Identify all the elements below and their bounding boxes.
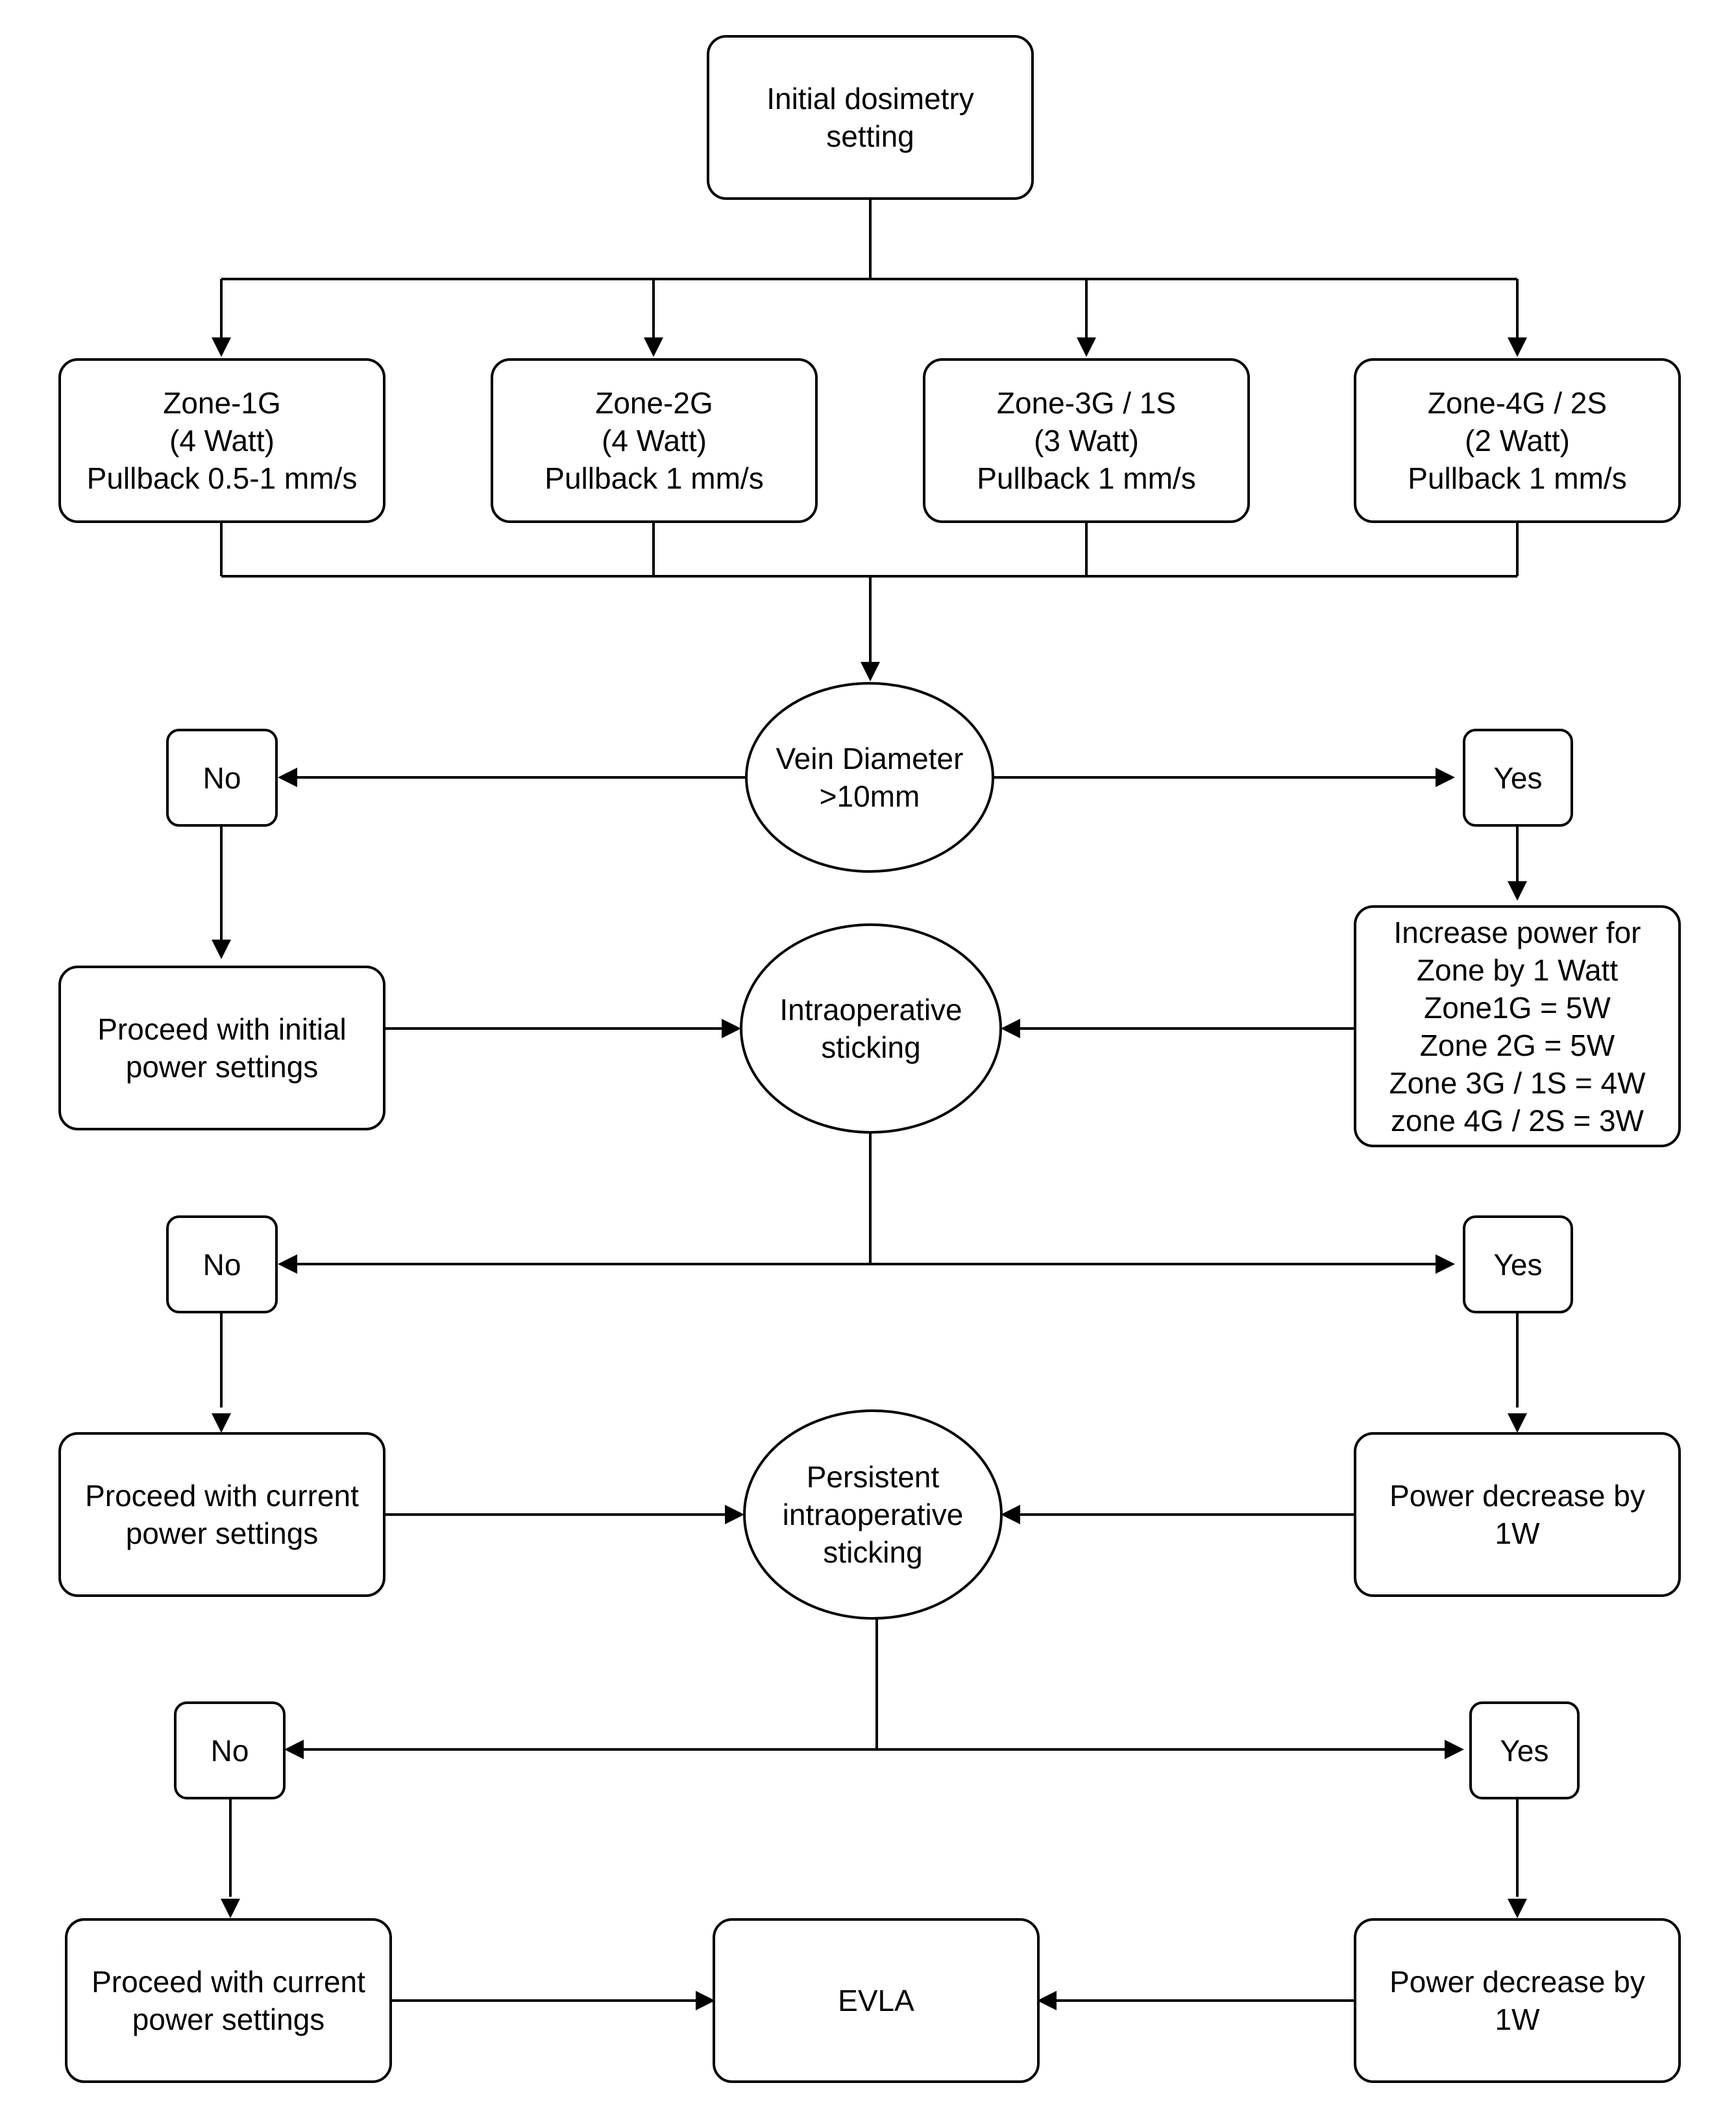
proceed-current-power-label-2: Proceed with current power settings <box>92 1965 365 2036</box>
increase-power-label: Increase power for Zone by 1 Watt Zone1G… <box>1389 915 1646 1138</box>
sticking-yes-label: Yes <box>1493 1247 1543 1282</box>
evla-label: EVLA <box>838 1984 914 2017</box>
zone-1g-label: Zone-1G (4 Watt) Pullback 0.5-1 mm/s <box>86 386 358 495</box>
persistent-no-box: No <box>175 1703 284 1798</box>
intraoperative-sticking-decision: Intraoperative sticking <box>741 925 1001 1132</box>
proceed-current-power-box-1: Proceed with current power settings <box>60 1433 384 1596</box>
connector-lines <box>220 199 1519 2002</box>
vein-diameter-no-label: No <box>202 761 241 795</box>
arrowheads <box>212 337 1527 2010</box>
persistent-sticking-decision: Persistent intraoperative sticking <box>744 1411 1001 1618</box>
sticking-yes-box: Yes <box>1464 1217 1572 1312</box>
persistent-sticking-label: Persistent intraoperative sticking <box>782 1460 964 1569</box>
vein-diameter-yes-label: Yes <box>1493 761 1543 795</box>
node-shapes <box>58 35 1681 2083</box>
power-decrease-label-2: Power decrease by 1W <box>1389 1965 1645 2036</box>
proceed-initial-power-label: Proceed with initial power settings <box>97 1012 347 1084</box>
proceed-initial-power-box: Proceed with initial power settings <box>60 967 384 1129</box>
persistent-yes-box: Yes <box>1471 1703 1578 1798</box>
power-decrease-box-1: Power decrease by 1W <box>1355 1433 1680 1596</box>
evla-box: EVLA <box>714 1919 1038 2082</box>
proceed-current-power-box-2: Proceed with current power settings <box>66 1919 391 2082</box>
vein-diameter-yes-box: Yes <box>1464 730 1572 825</box>
proceed-current-power-label-1: Proceed with current power settings <box>85 1479 359 1550</box>
zone-3g-1s-label: Zone-3G / 1S (3 Watt) Pullback 1 mm/s <box>977 386 1196 495</box>
power-decrease-box-2: Power decrease by 1W <box>1355 1919 1680 2082</box>
initial-dosimetry-setting-box: Initial dosimetry setting <box>708 36 1033 199</box>
power-decrease-label-1: Power decrease by 1W <box>1389 1479 1645 1550</box>
zone-4g-2s-label: Zone-4G / 2S (2 Watt) Pullback 1 mm/s <box>1408 386 1627 495</box>
zone-3g-1s-box: Zone-3G / 1S (3 Watt) Pullback 1 mm/s <box>924 359 1249 522</box>
initial-dosimetry-setting-label: Initial dosimetry setting <box>766 82 974 153</box>
zone-2g-label: Zone-2G (4 Watt) Pullback 1 mm/s <box>544 386 764 495</box>
vein-diameter-decision: Vein Diameter >10mm <box>746 683 993 871</box>
sticking-no-box: No <box>167 1217 276 1312</box>
vein-diameter-label: Vein Diameter >10mm <box>776 742 964 813</box>
intraoperative-sticking-label: Intraoperative sticking <box>779 993 962 1064</box>
increase-power-box: Increase power for Zone by 1 Watt Zone1G… <box>1355 907 1680 1146</box>
persistent-yes-label: Yes <box>1500 1733 1549 1768</box>
sticking-no-label: No <box>202 1247 241 1282</box>
zone-1g-box: Zone-1G (4 Watt) Pullback 0.5-1 mm/s <box>60 359 384 522</box>
zone-4g-2s-box: Zone-4G / 2S (2 Watt) Pullback 1 mm/s <box>1355 359 1680 522</box>
persistent-no-label: No <box>210 1733 249 1768</box>
zone-2g-box: Zone-2G (4 Watt) Pullback 1 mm/s <box>492 359 816 522</box>
vein-diameter-no-box: No <box>167 730 276 825</box>
